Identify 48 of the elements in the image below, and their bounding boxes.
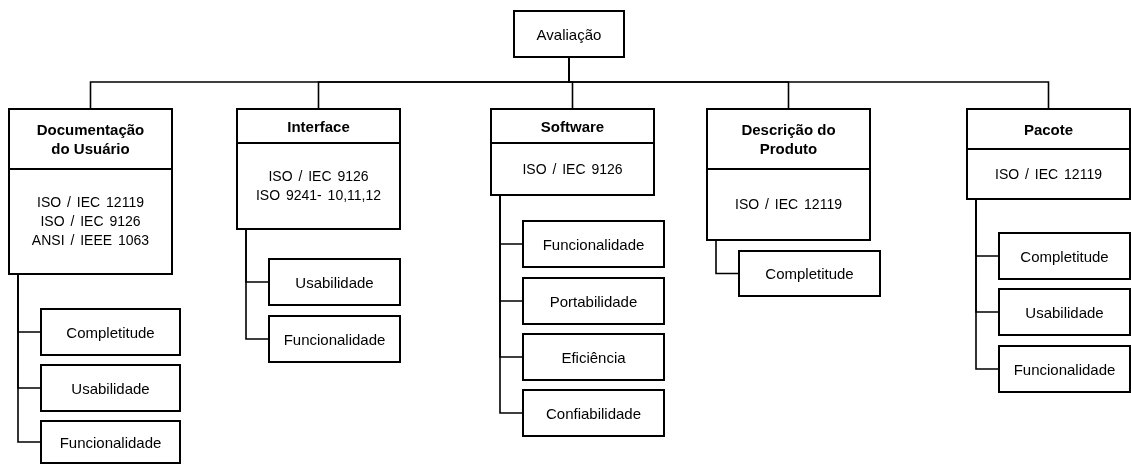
category-heading: Software <box>492 110 653 144</box>
criterion-box <box>998 345 1131 393</box>
connector-line <box>17 274 41 443</box>
criterion-box <box>738 250 881 297</box>
connector-line <box>975 199 999 370</box>
root-box <box>513 10 625 58</box>
node-label: Funcionalidade <box>59 433 162 451</box>
category-box <box>236 108 401 230</box>
category-heading: Interface <box>238 110 399 144</box>
connector-line <box>715 240 739 275</box>
criterion-box <box>268 315 401 363</box>
connector-line <box>499 195 523 414</box>
criterion-box <box>522 277 665 325</box>
criterion-box <box>40 364 181 412</box>
standard-list: ISO / IEC 12119 ISO / IEC 9126 ANSI / IEEE 1063 <box>26 193 155 250</box>
node-label: Completitude <box>1020 247 1109 265</box>
node-label: Completitude <box>765 265 854 282</box>
standard-list: ISO / IEC 9126 ISO 9241- 10,11,12 <box>254 167 383 205</box>
criterion-box <box>522 389 665 437</box>
criterion-box <box>268 258 401 306</box>
node-label: Funcionalidade <box>542 235 645 253</box>
criterion-box <box>998 288 1131 336</box>
criterion-box <box>40 420 181 464</box>
criterion-box <box>40 308 181 356</box>
node-label: Confiabilidade <box>545 404 642 422</box>
node-label: Completitude <box>66 323 155 341</box>
category-heading: Descrição do Produto <box>708 110 869 170</box>
category-heading: Documentação do Usuário <box>10 110 171 170</box>
node-label: Usabilidade <box>71 379 150 397</box>
node-label: Avaliação <box>536 25 602 43</box>
category-box <box>8 108 173 275</box>
node-label: Eficiência <box>561 348 626 366</box>
category-box <box>490 108 655 196</box>
node-label: Funcionalidade <box>1013 360 1116 378</box>
connector-line <box>245 229 269 340</box>
category-heading: Pacote <box>968 110 1129 150</box>
node-label: Funcionalidade <box>283 330 386 348</box>
category-box <box>966 108 1131 200</box>
criterion-box <box>522 333 665 381</box>
criterion-box <box>522 220 665 268</box>
criterion-box <box>998 232 1131 280</box>
node-label: Portabilidade <box>549 292 638 310</box>
category-box <box>706 108 871 241</box>
node-label: Usabilidade <box>1025 303 1104 321</box>
standard-list: ISO / IEC 12119 <box>995 164 1102 184</box>
node-label: Usabilidade <box>295 273 374 291</box>
standard-list: ISO / IEC 9126 <box>522 159 623 179</box>
standard-list: ISO / IEC 12119 <box>735 195 842 214</box>
